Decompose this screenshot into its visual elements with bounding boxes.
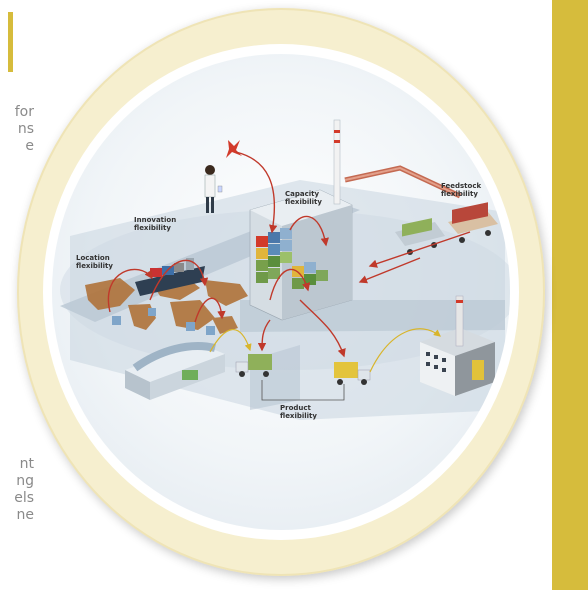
feedstock-truck [448, 202, 498, 243]
yellow-truck [334, 362, 371, 385]
left-text-line: nt [19, 456, 34, 472]
arrow-product [257, 319, 271, 352]
arrow-product-out [209, 329, 252, 353]
arrow-product [299, 299, 346, 358]
arrow-location [194, 297, 226, 323]
product-bracket [261, 380, 345, 401]
left-text-line: ne [16, 507, 35, 523]
pipeline [344, 166, 461, 197]
arrow-capacity [269, 268, 311, 301]
left-text-top: for ns e [0, 104, 34, 155]
arrow-location [107, 268, 153, 313]
left-text-line: els [14, 490, 34, 506]
green-truck-bottom [235, 354, 272, 377]
arrow-feedstock [358, 257, 421, 284]
left-text-line: ng [16, 473, 34, 489]
arrow-product-out [369, 328, 441, 373]
accent-bar [8, 12, 13, 72]
left-text-line: for [14, 104, 34, 120]
industrial-plant [420, 295, 495, 396]
arrow-location [149, 259, 209, 301]
arrow-capacity [289, 215, 329, 247]
left-text-line: ns [17, 121, 34, 137]
green-truck-top [395, 218, 445, 255]
warehouse-building [125, 342, 225, 400]
idea-spark-icon [226, 140, 242, 158]
left-text-line: e [25, 138, 34, 154]
map-boxes [112, 308, 215, 335]
factory-building [249, 189, 353, 321]
chimney [333, 119, 341, 205]
arrow-feedstock [368, 231, 471, 268]
left-text-bottom: nt ng els ne [0, 456, 34, 524]
arrow-innovation [235, 151, 278, 234]
gold-side-bar [552, 0, 588, 590]
scientist-figure [204, 165, 223, 213]
